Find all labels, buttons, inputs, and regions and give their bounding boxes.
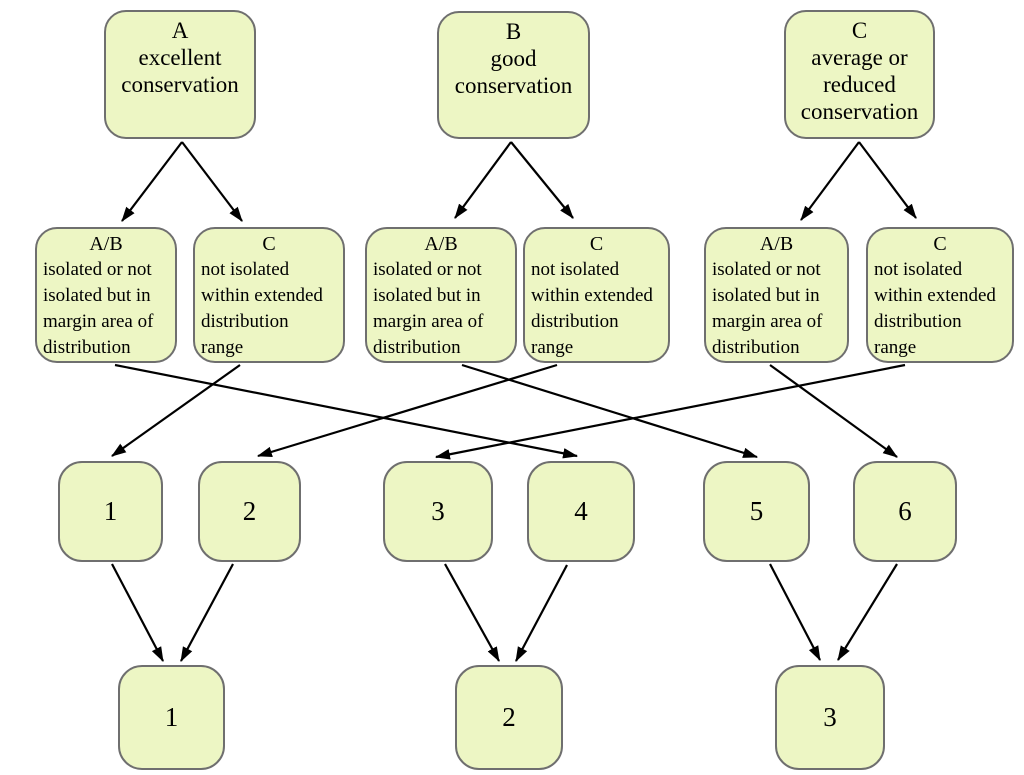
edge-g1-to-f1 xyxy=(111,563,164,662)
node-c3-body: not isolated within extended distributio… xyxy=(874,259,996,358)
node-g6-label: 6 xyxy=(898,496,912,526)
edge-g5-to-f3 xyxy=(769,563,821,661)
node-g1: 1 xyxy=(58,461,163,562)
edge-c-to-ab3 xyxy=(800,141,860,221)
node-ab3: A/B isolated or not isolated but in margi… xyxy=(704,227,849,363)
node-c-body: average or reduced conservation xyxy=(800,45,919,124)
node-g6: 6 xyxy=(853,461,957,562)
node-g4: 4 xyxy=(527,461,635,562)
node-ab3-body: isolated or not isolated but in margin a… xyxy=(712,259,823,358)
edge-b-to-c2 xyxy=(510,141,574,219)
node-ab2-body: isolated or not isolated but in margin a… xyxy=(373,259,484,358)
edge-g3-to-f2 xyxy=(444,563,500,662)
node-f3-label: 3 xyxy=(823,702,837,732)
edge-g4-to-f2 xyxy=(515,564,568,662)
node-g4-label: 4 xyxy=(574,496,588,526)
node-c2-title: C xyxy=(589,233,604,255)
edge-ab1-to-g4 xyxy=(114,363,579,459)
node-a-title: A xyxy=(171,18,189,43)
node-g1-label: 1 xyxy=(103,496,118,526)
node-c2-body: not isolated within extended distributio… xyxy=(531,259,653,358)
node-ab1-title: A/B xyxy=(89,233,123,255)
node-g3-label: 3 xyxy=(431,496,445,526)
node-b-body: good conservation xyxy=(454,46,573,98)
edge-g2-to-f1 xyxy=(180,563,234,662)
node-b-title: B xyxy=(505,19,522,44)
node-g3: 3 xyxy=(383,461,493,562)
node-c1-title: C xyxy=(262,233,276,255)
node-g5-label: 5 xyxy=(749,496,764,526)
edge-b-to-ab2 xyxy=(454,141,512,219)
node-f2: 2 xyxy=(455,665,563,770)
edge-c2-to-g2 xyxy=(256,363,558,458)
node-c1-body: not isolated within extended distributio… xyxy=(201,259,323,358)
node-ab1-body: isolated or not isolated but in margin a… xyxy=(43,259,154,358)
edge-c3-to-g3 xyxy=(434,363,906,460)
edge-c-to-c3 xyxy=(858,141,917,219)
node-f3: 3 xyxy=(775,665,885,770)
node-g5: 5 xyxy=(703,461,810,562)
edge-ab3-to-g6 xyxy=(769,364,898,458)
node-f2-label: 2 xyxy=(502,702,516,732)
node-ab1: A/B isolated or not isolated but in margi… xyxy=(35,227,177,363)
node-g2-label: 2 xyxy=(242,496,257,526)
edge-a-to-ab1 xyxy=(121,141,183,222)
node-c-title: C xyxy=(851,18,868,43)
node-f1: 1 xyxy=(118,665,225,770)
edge-a-to-c1 xyxy=(181,141,243,222)
node-ab2: A/B isolated or not isolated but in margi… xyxy=(365,227,517,363)
node-g2: 2 xyxy=(198,461,301,562)
node-ab3-title: A/B xyxy=(759,233,794,255)
node-c3-title: C xyxy=(933,233,947,255)
node-f1-label: 1 xyxy=(164,702,179,732)
edge-g6-to-f3 xyxy=(837,563,898,661)
node-a-body: excellent conservation xyxy=(121,45,239,97)
edge-c1-to-g1 xyxy=(111,364,241,457)
edge-ab2-to-g5 xyxy=(461,363,759,459)
node-ab2-title: A/B xyxy=(424,233,458,255)
